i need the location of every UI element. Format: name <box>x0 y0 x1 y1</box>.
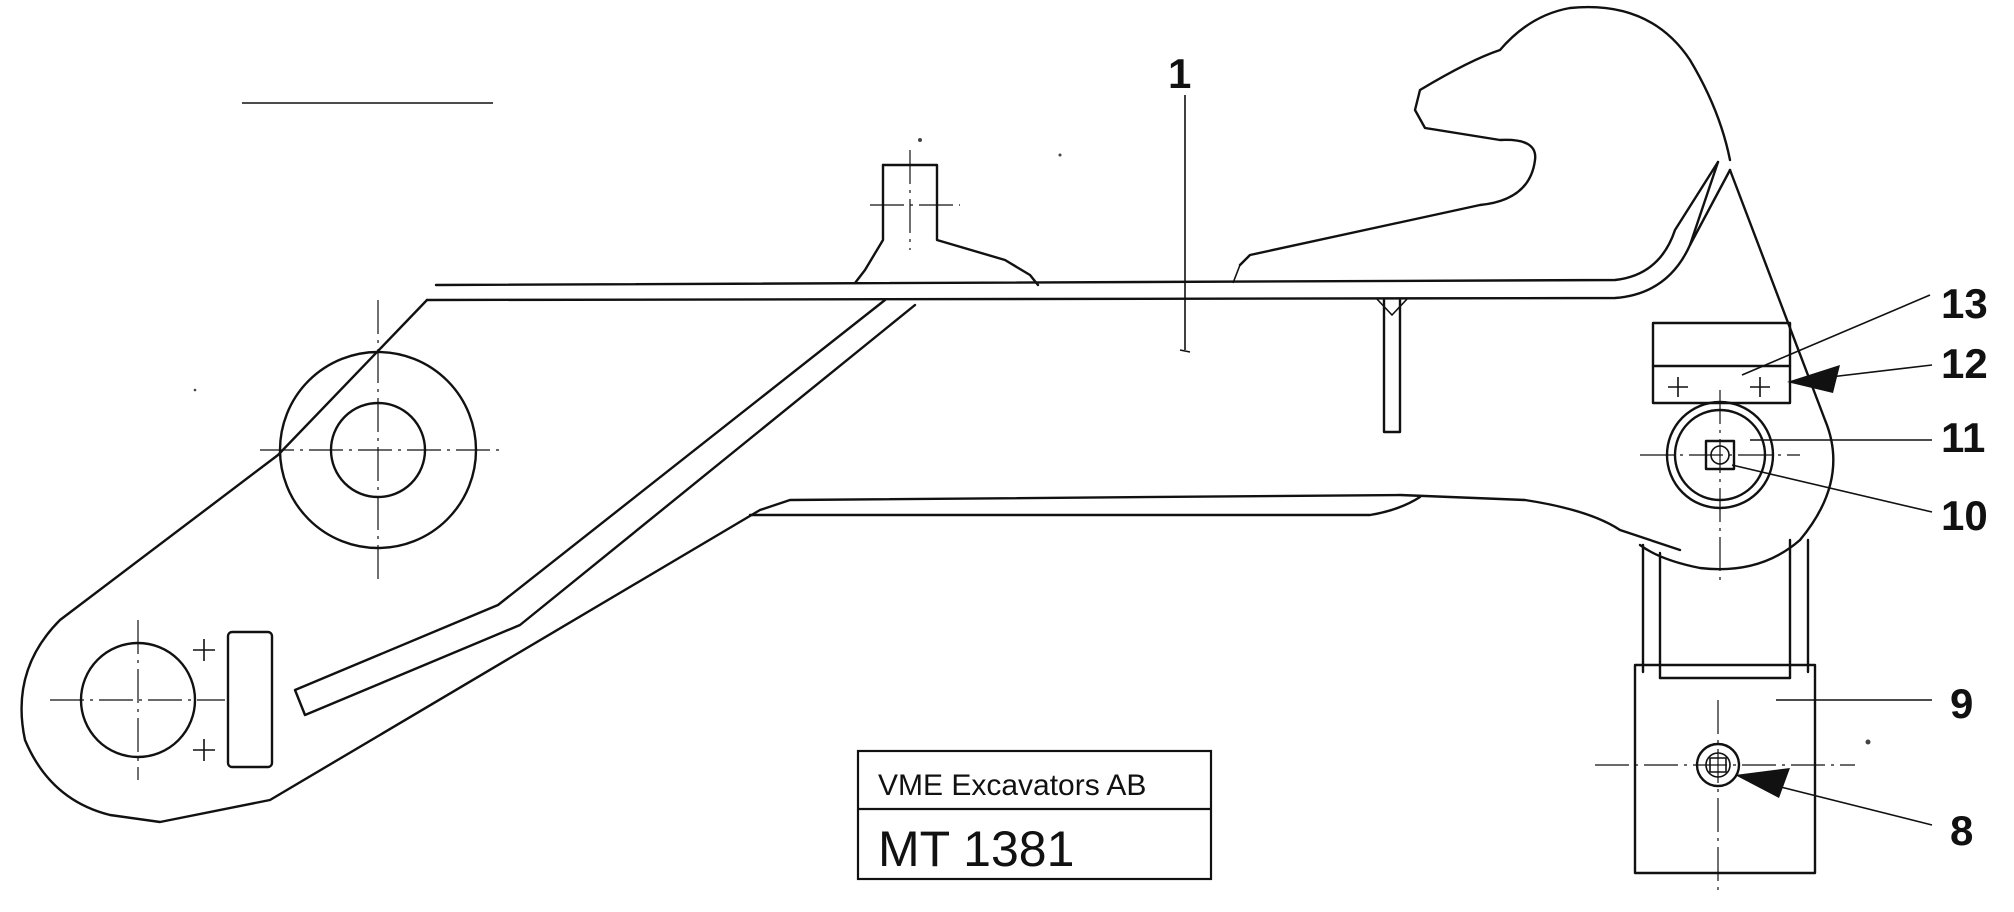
callout-13: 13 <box>1941 280 1988 327</box>
callout-9: 9 <box>1950 680 1973 727</box>
arm-body <box>20 160 1835 824</box>
rear-pin-hole <box>50 620 274 780</box>
pivot-boss <box>260 300 505 580</box>
lock-pin <box>1640 390 1800 580</box>
lifting-eye <box>853 150 1040 287</box>
title-block-company: VME Excavators AB <box>878 769 1146 802</box>
callout-8: 8 <box>1950 807 1973 854</box>
scan-specks <box>193 138 1871 745</box>
callout-12: 12 <box>1941 340 1988 387</box>
callout-1: 1 <box>1168 50 1191 97</box>
stiffener <box>1375 297 1409 434</box>
callout-11: 11 <box>1941 414 1985 461</box>
title-block-drawing-number: MT 1381 <box>878 821 1074 877</box>
callout-leaders <box>1179 95 1933 826</box>
diagonal-brace <box>293 298 917 717</box>
callout-10: 10 <box>1941 492 1988 539</box>
lock-cylinder <box>1595 538 1855 890</box>
title-block: VME Excavators AB MT 1381 <box>856 749 1213 881</box>
hook <box>1232 5 1732 284</box>
